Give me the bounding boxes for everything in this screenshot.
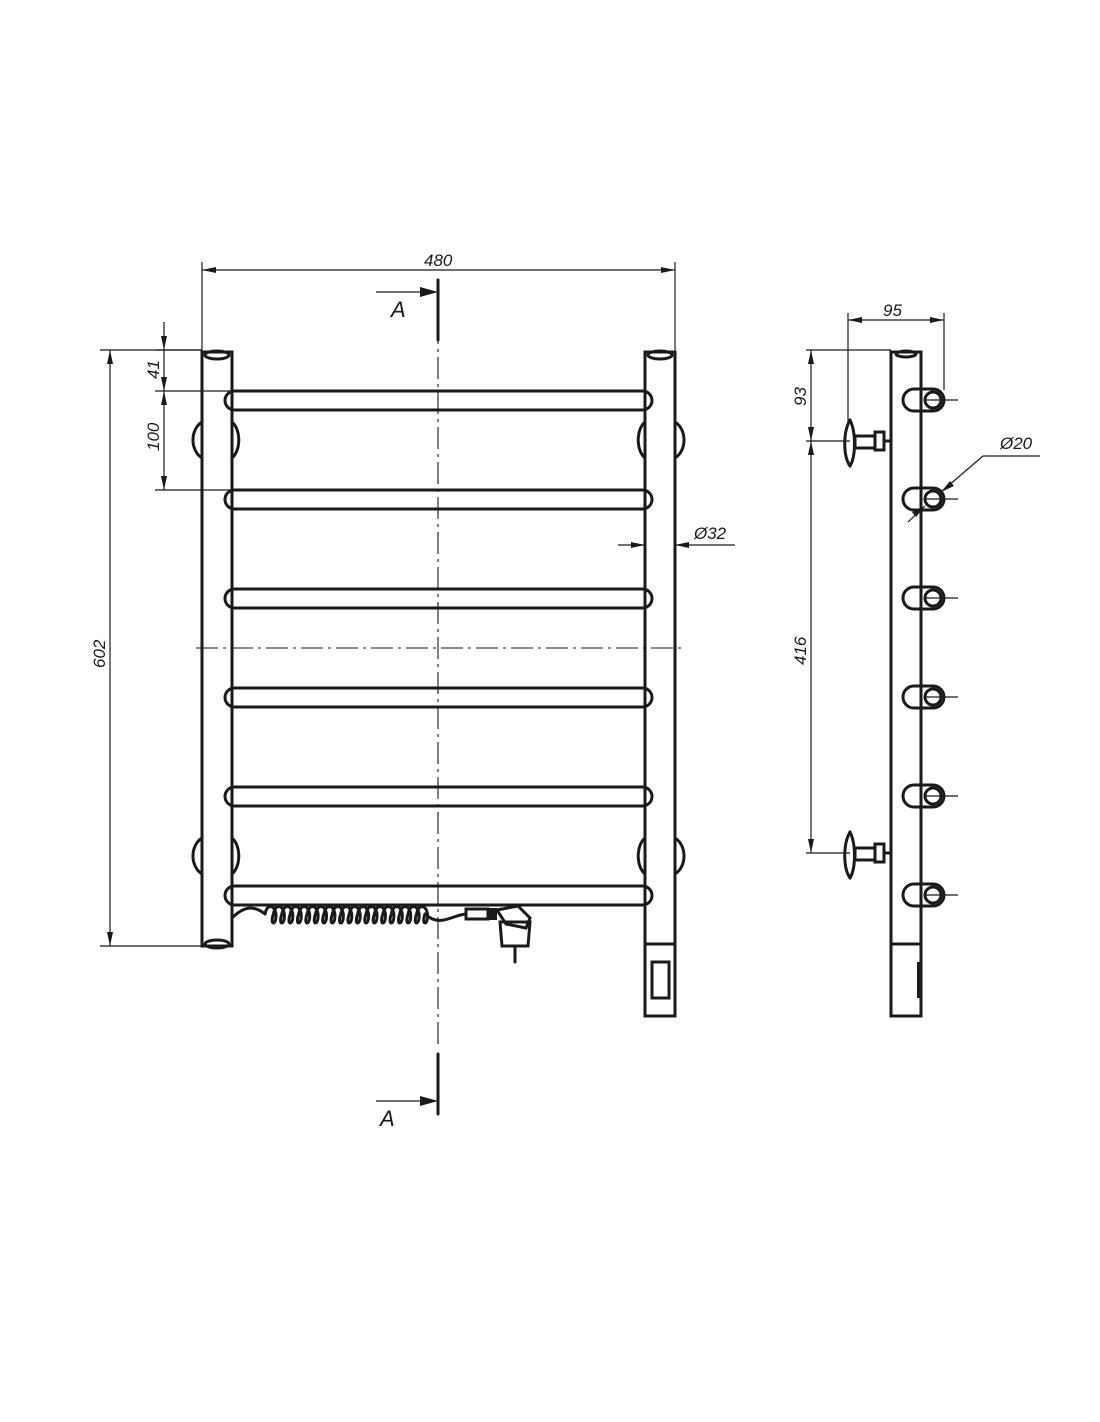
power-cable [230, 904, 532, 964]
cable-coil [263, 905, 430, 925]
dimension-95: 95 [883, 301, 902, 320]
dimension-41: 41 [144, 360, 163, 379]
dimension-bracket-positions: 93 416 [791, 349, 891, 854]
front-view: A A 480 602 [90, 251, 735, 1131]
wall-bracket-bottom [843, 830, 893, 880]
wall-bracket-top [843, 418, 893, 468]
section-marker-bottom: A [376, 1052, 440, 1131]
section-label-top: A [389, 297, 406, 322]
dimension-416: 416 [791, 636, 810, 665]
dimension-93: 93 [791, 387, 810, 406]
side-post [889, 350, 923, 1018]
right-post [636, 349, 686, 1018]
dimension-rung-offsets: 41 100 [144, 322, 230, 491]
dimension-602: 602 [90, 639, 109, 668]
dimension-depth: 95 [847, 301, 945, 422]
dimension-d20: Ø20 [999, 434, 1033, 453]
dimension-d32: Ø32 [693, 524, 727, 543]
section-label-bottom: A [378, 1106, 395, 1131]
dimension-height: 602 [90, 349, 202, 947]
left-post [191, 349, 241, 950]
dimension-post-diameter: Ø32 [618, 524, 735, 548]
rung-ends [901, 387, 958, 908]
dimension-width: 480 [201, 251, 676, 352]
side-view: 95 93 416 Ø20 [791, 301, 1040, 1018]
section-marker-top: A [376, 278, 440, 342]
dimension-480: 480 [424, 251, 453, 270]
dimension-rung-diameter: Ø20 [907, 434, 1040, 523]
dimension-100: 100 [144, 422, 163, 451]
